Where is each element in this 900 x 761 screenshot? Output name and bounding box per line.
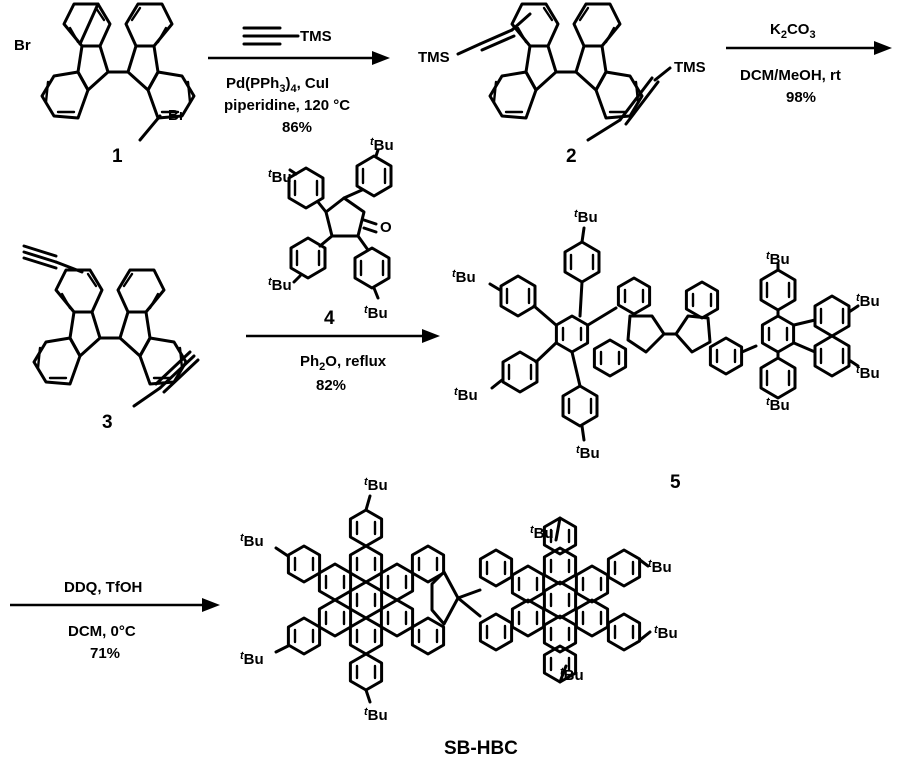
carbonyl-oxygen: O [380, 219, 392, 236]
step4-yield: 71% [90, 645, 120, 662]
reaction-arrow-4 [10, 598, 220, 612]
tms-label-left: TMS [418, 49, 450, 66]
compound-3-structure [22, 244, 200, 408]
compound-5-label: 5 [670, 472, 681, 493]
tms-reagent-label: TMS [300, 28, 332, 45]
compound-1-label: 1 [112, 146, 123, 167]
tbu-label-c5b: tBu [452, 268, 476, 286]
step4-reagent: DDQ, TfOH [64, 579, 142, 596]
tbu-label-hbc-a: tBu [364, 476, 388, 494]
compound-5-structure [488, 226, 860, 442]
tbu-label-c5h: tBu [766, 396, 790, 414]
compound-4-structure [287, 148, 393, 300]
tbu-label-hbc-h: tBu [560, 666, 584, 684]
tbu-label-c5e: tBu [766, 250, 790, 268]
tbu-label-hbc-e: tBu [530, 524, 554, 542]
tbu-label-c5g: tBu [856, 364, 880, 382]
step3-reagent: 4 [324, 308, 335, 329]
step2-reagent: K2CO3 [770, 21, 816, 41]
reaction-arrow-1 [208, 51, 390, 65]
step3-yield: 82% [316, 377, 346, 394]
reaction-arrow-2 [726, 41, 892, 55]
step2-yield: 98% [786, 89, 816, 106]
tbu-label-c4d: tBu [364, 304, 388, 322]
compound-3-label: 3 [102, 412, 113, 433]
step1-conditions: piperidine, 120 °C [224, 97, 350, 114]
step4-conditions: DCM, 0°C [68, 623, 136, 640]
sb-hbc-structure [274, 494, 652, 704]
step2-solvent: DCM/MeOH, rt [740, 67, 841, 84]
reaction-arrow-3 [246, 329, 440, 343]
tbu-label-c4a: tBu [268, 168, 292, 186]
tms-acetylene-reagent [242, 26, 300, 46]
tbu-label-hbc-g: tBu [654, 624, 678, 642]
compound-2-structure [456, 2, 672, 142]
bromo-label-left: Br [14, 37, 31, 54]
tbu-label-c5a: tBu [574, 208, 598, 226]
tbu-label-hbc-b: tBu [240, 532, 264, 550]
tms-label-right: TMS [674, 59, 706, 76]
tbu-label-c4b: tBu [370, 136, 394, 154]
step3-solvent: Ph2O, reflux [300, 353, 387, 373]
tbu-label-hbc-d: tBu [364, 706, 388, 724]
step1-catalyst: Pd(PPh3)4, CuI [226, 75, 329, 95]
tbu-label-c4c: tBu [268, 276, 292, 294]
tbu-label-hbc-c: tBu [240, 650, 264, 668]
step1-yield: 86% [282, 119, 312, 136]
compound-2-label: 2 [566, 146, 577, 167]
tbu-label-c5f: tBu [856, 292, 880, 310]
final-product-label: SB-HBC [444, 738, 518, 759]
bromo-label-right: Br [168, 107, 185, 124]
tbu-label-c5d: tBu [576, 444, 600, 462]
compound-1-structure [40, 2, 196, 142]
tbu-label-hbc-f: tBu [648, 558, 672, 576]
tbu-label-c5c: tBu [454, 386, 478, 404]
